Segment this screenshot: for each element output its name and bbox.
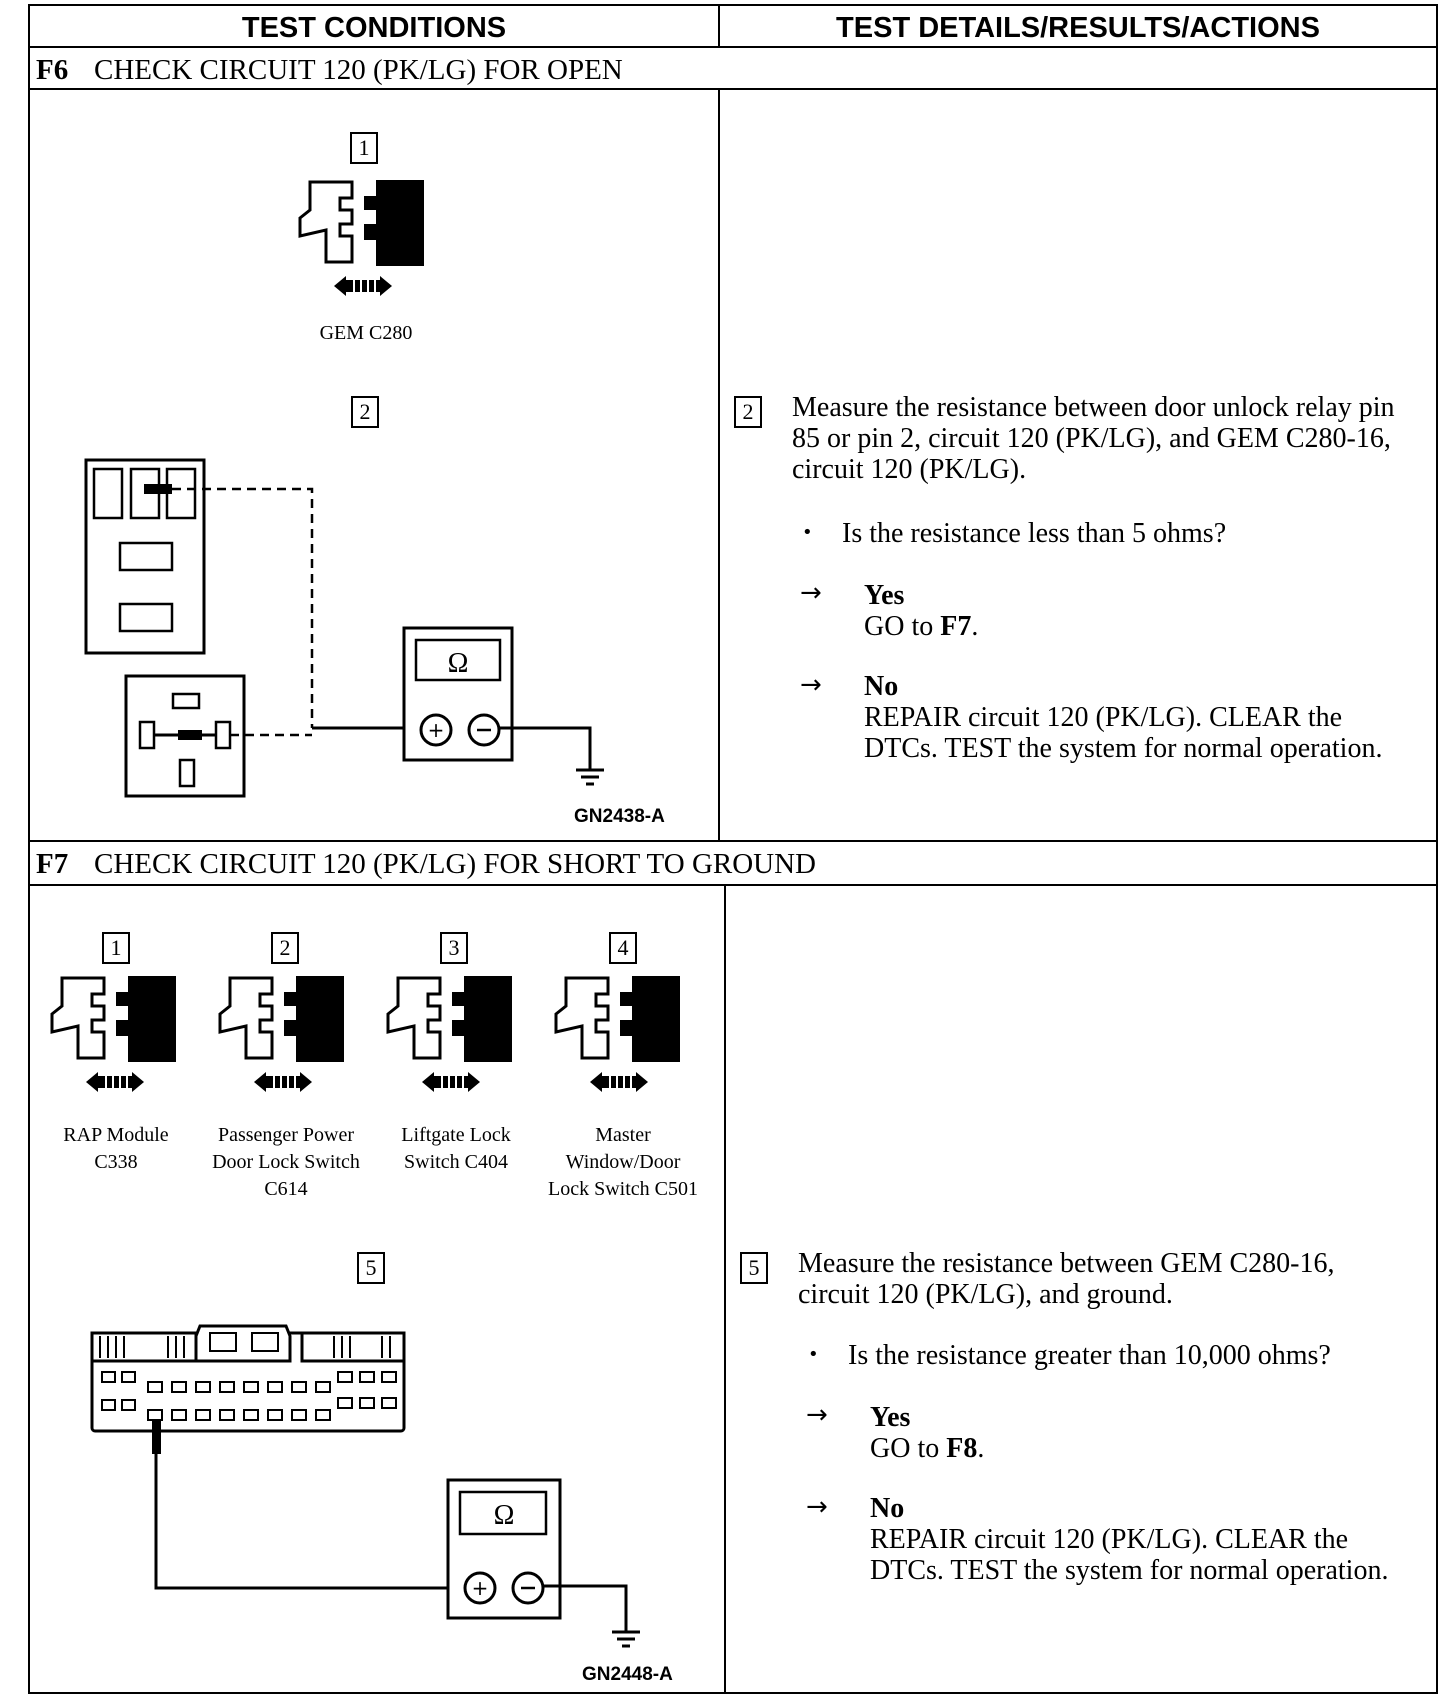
f7-yes-arrow: →	[806, 1400, 828, 1430]
gem-c280-label: GEM C280	[319, 322, 413, 344]
f7-figure-id: GN2448-A	[582, 1664, 673, 1685]
column-header-test-conditions: TEST CONDITIONS	[30, 6, 720, 48]
f7-detail-step-marker: 5	[740, 1252, 768, 1284]
f7-no-action: REPAIR circuit 120 (PK/LG). CLEAR the DT…	[870, 1524, 1389, 1586]
svg-text:+: +	[472, 1576, 489, 1600]
f7-step-3-marker: 3	[440, 932, 468, 964]
step-f7-title-row: F7 CHECK CIRCUIT 120 (PK/LG) FOR SHORT TO…	[30, 840, 1436, 886]
liftgate-lock-switch-connector-icon	[386, 974, 514, 1094]
f6-ohm-symbol: Ω	[447, 648, 469, 679]
f7-detail-text: Measure the resistance between GEM C280-…	[798, 1248, 1335, 1310]
gem-c280-large-connector-icon	[90, 1324, 406, 1433]
passenger-door-lock-switch-connector-icon	[218, 974, 346, 1094]
f7-question-bullet: •	[808, 1344, 819, 1365]
f7-step-5-marker: 5	[357, 1252, 385, 1284]
f6-no-label: No	[864, 671, 899, 702]
gem-c280-connector-icon	[298, 178, 426, 298]
f6-yes-action: GO to F7.	[864, 611, 979, 642]
test-procedure-table: TEST CONDITIONS TEST DETAILS/RESULTS/ACT…	[28, 4, 1438, 1694]
step-f6-title: CHECK CIRCUIT 120 (PK/LG) FOR OPEN	[94, 54, 623, 86]
f7-ohm-symbol: Ω	[493, 1500, 515, 1531]
step-f7-tag: F7	[36, 848, 69, 880]
f7-yes-label: Yes	[870, 1402, 911, 1433]
f6-no-action: REPAIR circuit 120 (PK/LG). CLEAR the DT…	[864, 702, 1383, 764]
f7-column-divider	[724, 886, 726, 1692]
f7-no-label: No	[870, 1493, 905, 1524]
f6-step-2-marker: 2	[351, 396, 379, 428]
f7-yes-action: GO to F8.	[870, 1433, 985, 1464]
svg-text:+: +	[428, 718, 445, 742]
f6-yes-target: F7	[940, 611, 972, 642]
f6-column-divider	[718, 90, 720, 842]
rap-module-connector-icon	[50, 974, 178, 1094]
master-window-door-switch-connector-icon	[554, 974, 682, 1094]
f6-question: Is the resistance less than 5 ohms?	[842, 518, 1227, 549]
f7-step-1-marker: 1	[102, 932, 130, 964]
f7-no-arrow: →	[806, 1492, 828, 1522]
f7-step-4-marker: 4	[609, 932, 637, 964]
f6-ground-icon	[574, 728, 606, 786]
f7-step-2-marker: 2	[271, 932, 299, 964]
step-f7-title: CHECK CIRCUIT 120 (PK/LG) FOR SHORT TO G…	[94, 848, 816, 880]
f6-yes-label: Yes	[864, 580, 905, 611]
f6-step-1-marker: 1	[350, 132, 378, 164]
column-header-test-details: TEST DETAILS/RESULTS/ACTIONS	[720, 6, 1436, 48]
step-f6-title-row: F6 CHECK CIRCUIT 120 (PK/LG) FOR OPEN	[30, 48, 1436, 90]
f6-detail-text: Measure the resistance between door unlo…	[792, 392, 1395, 485]
f6-figure-id: GN2438-A	[574, 806, 665, 827]
f6-no-arrow: →	[800, 670, 822, 700]
f7-ground-icon	[610, 1590, 642, 1648]
step-f6-tag: F6	[36, 54, 69, 86]
f6-question-bullet: •	[802, 522, 813, 543]
f6-yes-arrow: →	[800, 578, 822, 608]
f7-yes-target: F8	[946, 1433, 978, 1464]
f6-detail-step-marker: 2	[734, 396, 762, 428]
f7-question: Is the resistance greater than 10,000 oh…	[848, 1340, 1331, 1371]
